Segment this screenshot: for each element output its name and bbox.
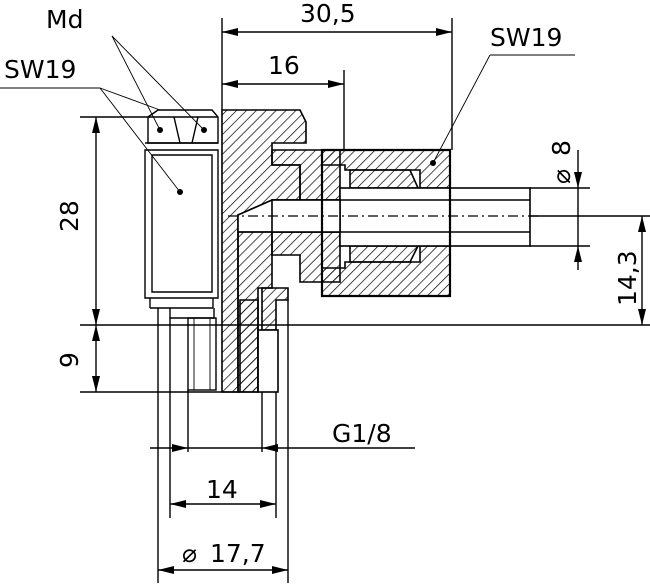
dim-14-3: 14,3 [613,250,642,306]
labels: Md SW19 SW19 30,5 16 G1/8 14 ⌀ 17,7 28 9… [4,0,642,568]
dim-30-5: 30,5 [300,0,356,28]
dim-9: 9 [55,352,84,368]
label-sw19-right: SW19 [490,23,562,52]
dim-28: 28 [55,200,84,232]
label-md: Md [46,5,83,34]
label-sw19-left: SW19 [4,55,76,84]
section-view [221,109,540,393]
diameter-symbol-17-7: ⌀ [182,539,197,568]
dim-14: 14 [206,475,238,504]
diameter-symbol-8: ⌀ [547,169,576,184]
dim-8: 8 [547,140,576,156]
dimensions [0,18,650,583]
dim-16: 16 [268,51,300,80]
hex-nut-view [144,109,219,391]
dim-17-7: 17,7 [210,539,266,568]
dim-g1-8: G1/8 [332,419,392,448]
